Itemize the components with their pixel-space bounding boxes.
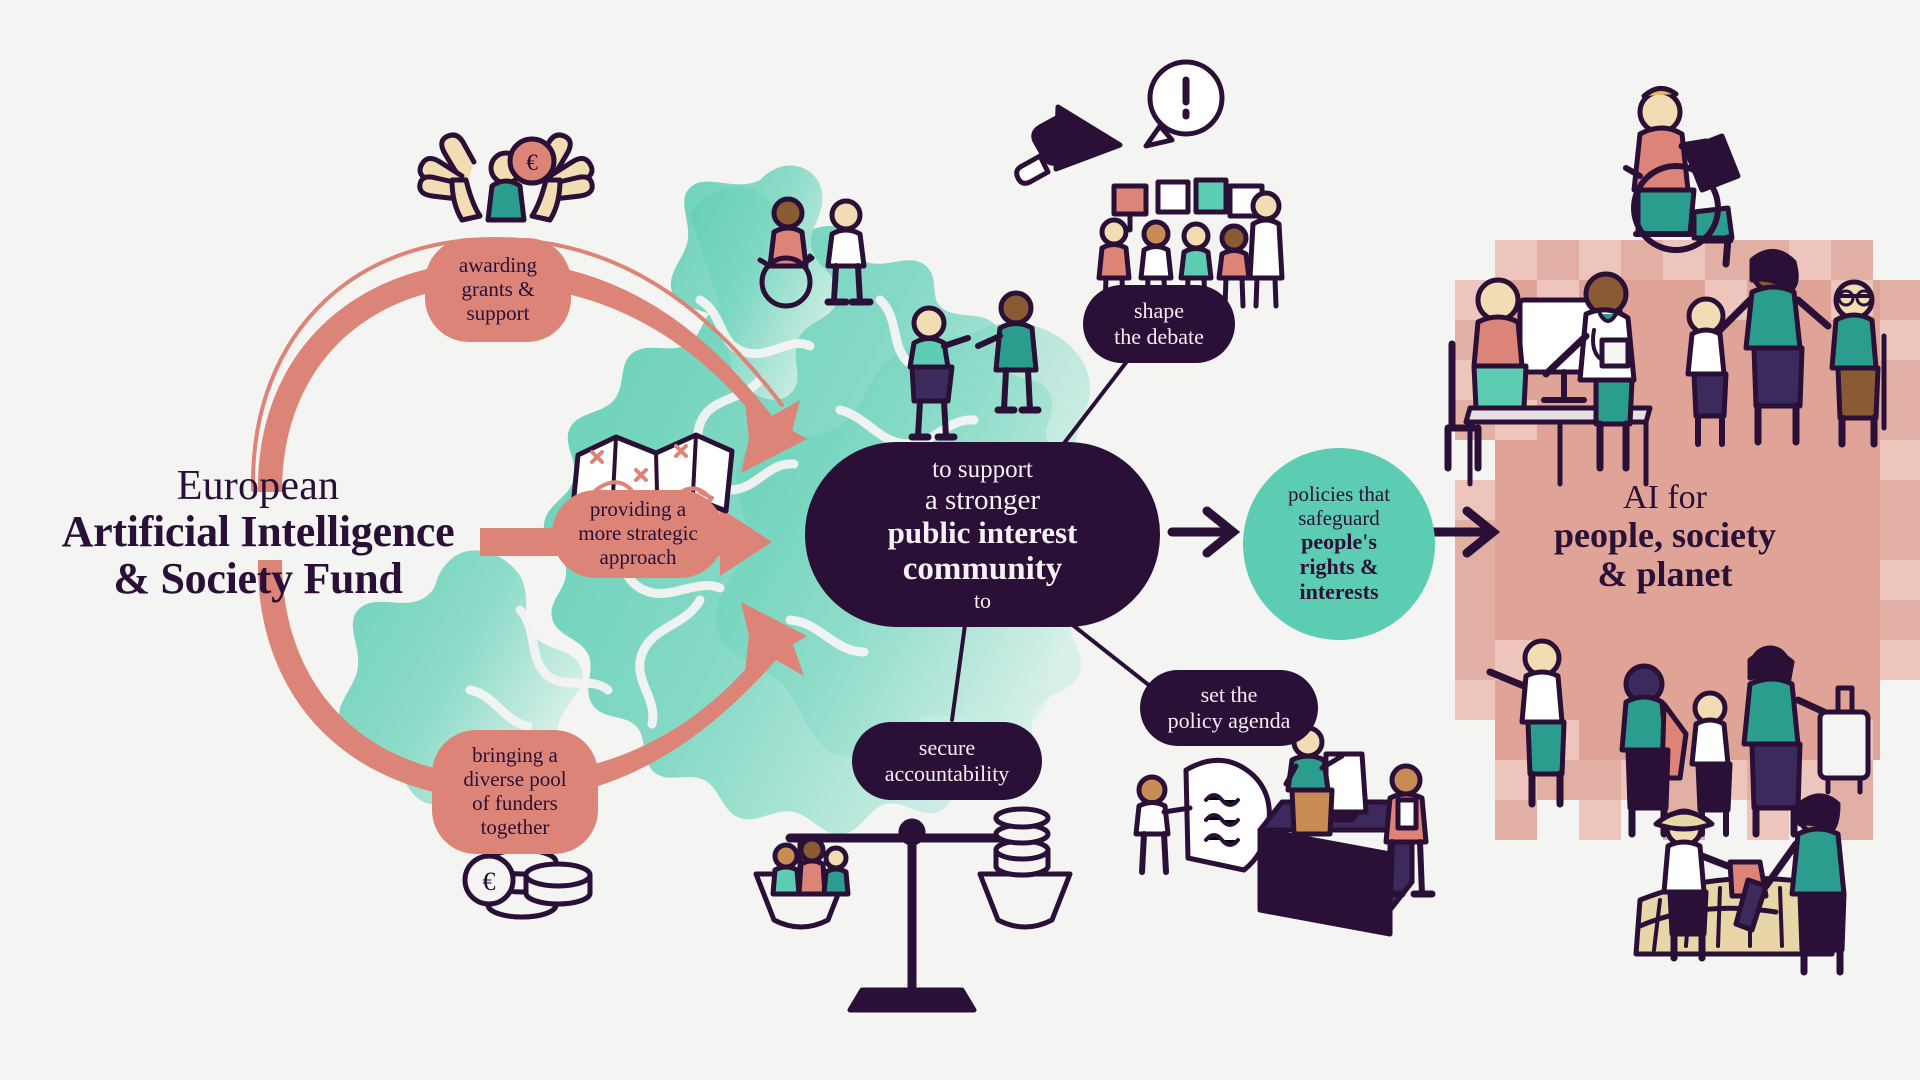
- page-title: European Artificial Intelligence & Socie…: [8, 465, 508, 602]
- title-line-1: European: [176, 463, 340, 509]
- teal-line-bold: people's: [1301, 529, 1377, 555]
- label-line: providing a: [589, 497, 687, 522]
- hub-line-3: public interest: [887, 515, 1078, 550]
- connector-shape-debate: [1053, 358, 1130, 457]
- label-line: more strategic: [578, 521, 698, 546]
- teal-line-bold: rights &: [1299, 554, 1379, 580]
- label-strategic-approach[interactable]: providing a more strategic approach: [552, 490, 724, 578]
- teal-policies-node[interactable]: policies that safeguard people's rights …: [1243, 448, 1435, 640]
- label-diverse-funders[interactable]: bringing a diverse pool of funders toget…: [432, 730, 598, 854]
- people-on-map-north-icon: [757, 196, 874, 309]
- outcome-set-policy-agenda[interactable]: set the policy agenda: [1140, 670, 1318, 746]
- pill-line: secure: [918, 735, 976, 761]
- pill-line: shape: [1133, 298, 1185, 324]
- label-line: bringing a: [472, 743, 558, 768]
- outcome-secure-accountability[interactable]: secure accountability: [852, 722, 1042, 800]
- teal-line: policies that: [1287, 481, 1391, 506]
- travellers-icon: [1486, 638, 1871, 838]
- connector-set-policy-agenda: [1058, 613, 1157, 692]
- curved-arrow-bottom: [257, 560, 807, 801]
- two-people-conversation-icon: [907, 290, 1042, 441]
- hub-line-2: a stronger: [924, 483, 1041, 516]
- pill-line: set the: [1200, 682, 1258, 708]
- svg-text:€: €: [483, 867, 496, 896]
- pill-line: the debate: [1114, 324, 1204, 349]
- hub-line-1: to support: [932, 456, 1033, 484]
- teal-line-bold: interests: [1299, 579, 1379, 605]
- teal-line: safeguard: [1298, 505, 1380, 530]
- label-line: awarding: [458, 253, 538, 278]
- label-line: together: [480, 814, 550, 839]
- pill-line: accountability: [884, 761, 1010, 786]
- hub-line-5: to: [973, 587, 992, 613]
- hands-holding-euro-icon: €: [417, 132, 595, 223]
- megaphone-protest-icon: [1014, 59, 1285, 309]
- ballot-box-icon: [1133, 725, 1436, 937]
- headline-regular: AI for: [1622, 479, 1708, 516]
- hub-line-4: community: [902, 550, 1063, 587]
- outcome-shape-the-debate[interactable]: shape the debate: [1083, 285, 1235, 363]
- euro-coin-stacks-icon: €: [462, 847, 593, 920]
- title-line-2: Artificial Intelligence: [61, 506, 455, 556]
- label-line: approach: [599, 544, 677, 569]
- label-line: grants &: [461, 277, 535, 302]
- arrow-teal-to-outcome: [1427, 506, 1501, 558]
- title-line-3: & Society Fund: [113, 553, 403, 603]
- label-line: of funders: [472, 791, 558, 815]
- label-line: support: [466, 300, 530, 325]
- right-headline: AI for people, society & planet: [1490, 479, 1840, 594]
- wheelchair-tablet-user-icon: [1623, 86, 1741, 268]
- central-hub-node[interactable]: to support a stronger public interest co…: [805, 442, 1160, 627]
- headline-bold-1: people, society: [1554, 515, 1776, 556]
- label-line: diverse pool: [463, 767, 567, 792]
- headline-bold-2: & planet: [1597, 553, 1733, 594]
- svg-text:€: €: [526, 150, 538, 175]
- connector-secure-accountability: [950, 623, 967, 722]
- justice-scales-icon: [753, 806, 1073, 1013]
- arrow-hub-to-teal: [1167, 506, 1241, 558]
- label-awarding-grants[interactable]: awarding grants & support: [425, 238, 571, 342]
- pill-line: policy agenda: [1167, 708, 1291, 733]
- farmers-icon: [1633, 793, 1847, 976]
- clinic-scene-icon: [1444, 271, 1653, 487]
- family-group-icon: [1685, 249, 1887, 448]
